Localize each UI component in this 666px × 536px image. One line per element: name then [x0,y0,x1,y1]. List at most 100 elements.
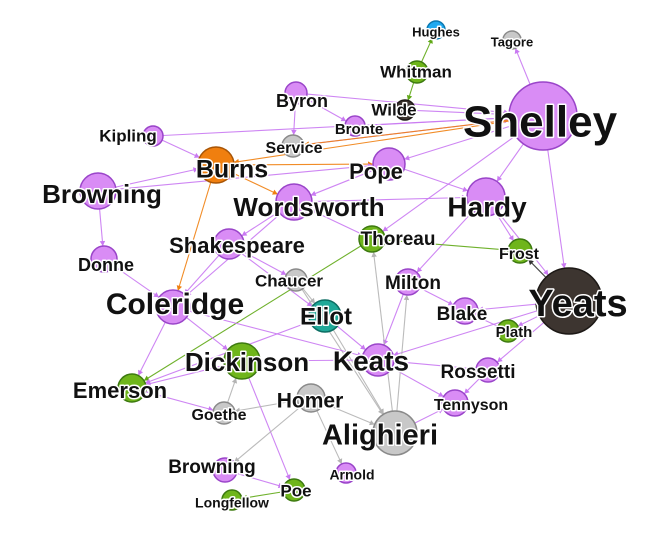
edge-byron-bronte [305,97,347,122]
edge-arrowhead [437,391,444,397]
node-label-alighieri: Alighieri [322,420,438,452]
edge-arrowhead [437,408,444,414]
node-byron[interactable] [284,81,308,105]
edge-arrowhead [222,344,228,350]
edge-burns-wordsworth [232,172,278,195]
node-yeats[interactable] [535,267,603,335]
edge-kipling-burns [161,139,200,158]
node-service[interactable] [281,134,305,158]
edge-arrowhead [369,420,375,426]
node-browning2[interactable] [212,457,238,483]
node-eliot[interactable] [308,299,342,333]
edge-homer-arnold [316,410,343,465]
edge-arrowhead [153,292,160,298]
node-label-hughes: Hughes [412,24,460,39]
edge-arrowhead [508,235,514,241]
node-label-rossetti: Rossetti [441,362,516,383]
edge-arrowhead [496,175,503,182]
node-label-service: Service [266,140,323,157]
edge-byron-service [293,103,296,136]
edge-yeats-keats [393,310,538,356]
node-wilde[interactable] [394,99,416,121]
edge-homer-alighieri [323,402,375,426]
edge-arrowhead [193,152,200,158]
node-poe[interactable] [282,478,306,502]
edge-homer-browning2 [233,406,301,463]
node-label-keats: Keats [333,345,409,376]
edge-hardy-milton [416,210,474,273]
node-label-eliot: Eliot [300,303,352,330]
edge-arrowhead [241,230,248,236]
node-wordsworth[interactable] [275,183,313,221]
node-pope[interactable] [372,147,406,181]
node-frost[interactable] [507,238,533,264]
edge-arrowhead [138,369,144,376]
node-blake[interactable] [451,297,479,325]
node-dickinson[interactable] [223,342,261,380]
node-coleridge[interactable] [155,289,191,325]
edge-dickinson-poe [248,377,291,481]
node-alighieri[interactable] [372,410,418,456]
edge-arrowhead [517,321,524,327]
edge-eliot-alighieri [332,329,385,415]
edge-donne-coleridge [114,265,160,298]
node-label-pope: Pope [349,159,403,184]
edge-emerson-goethe [145,391,214,411]
node-keats[interactable] [361,343,395,377]
node-hardy[interactable] [466,177,506,217]
edge-arrowhead [497,356,503,363]
edge-shelley-hardy [496,143,524,182]
node-goethe[interactable] [212,401,236,425]
node-label-plath: Plath [496,324,533,341]
node-label-emerson: Emerson [73,378,167,403]
edge-shakespeare-coleridge [183,254,220,295]
node-plath[interactable] [496,319,520,343]
edge-arrowhead [280,270,287,275]
node-bronte[interactable] [344,115,366,137]
node-browning1[interactable] [79,172,117,210]
node-milton[interactable] [394,268,422,296]
node-tagore[interactable] [502,30,522,50]
node-burns[interactable] [197,146,235,184]
node-longfellow[interactable] [221,489,243,511]
node-tennyson[interactable] [441,389,469,417]
node-hughes[interactable] [426,20,446,40]
node-label-homer: Homer [277,390,344,413]
node-kipling[interactable] [142,125,164,147]
node-label-goethe: Goethe [191,407,246,424]
node-chaucer[interactable] [284,268,308,292]
edge-arrowhead [503,109,510,116]
node-shakespeare[interactable] [213,228,245,260]
node-whitman[interactable] [405,60,429,84]
edge-arrowhead [371,251,377,258]
edge-burns-pope [233,163,374,166]
node-emerson[interactable] [117,373,147,403]
node-donne[interactable] [90,245,118,273]
edge-arrowhead [185,290,192,296]
node-arnold[interactable] [335,462,357,484]
edge-alighieri-thoreau [372,251,393,412]
node-label-tagore: Tagore [491,34,533,49]
node-label-dickinson: Dickinson [185,347,309,377]
edge-arrowhead [403,294,410,301]
edge-pope-hardy [403,168,469,192]
edge-coleridge-keats [189,310,363,357]
node-shelley[interactable] [508,81,578,151]
edge-arrowhead [303,141,310,147]
edge-arrowhead [367,163,374,169]
node-label-burns: Burns [196,156,268,184]
node-label-thoreau: Thoreau [361,229,436,250]
edge-alighieri-tennyson [414,408,444,424]
node-label-blake: Blake [437,304,488,325]
edge-wilde-shelley [414,109,510,116]
node-label-chaucer: Chaucer [255,271,323,290]
edge-arrowhead [184,288,190,295]
node-rossetti[interactable] [475,357,501,383]
node-homer[interactable] [296,383,326,413]
node-thoreau[interactable] [358,225,386,253]
edge-arrowhead [393,351,399,357]
edge-arrowhead [447,300,454,306]
edge-arrowhead [310,190,317,197]
edge-browning1-donne [99,208,104,247]
